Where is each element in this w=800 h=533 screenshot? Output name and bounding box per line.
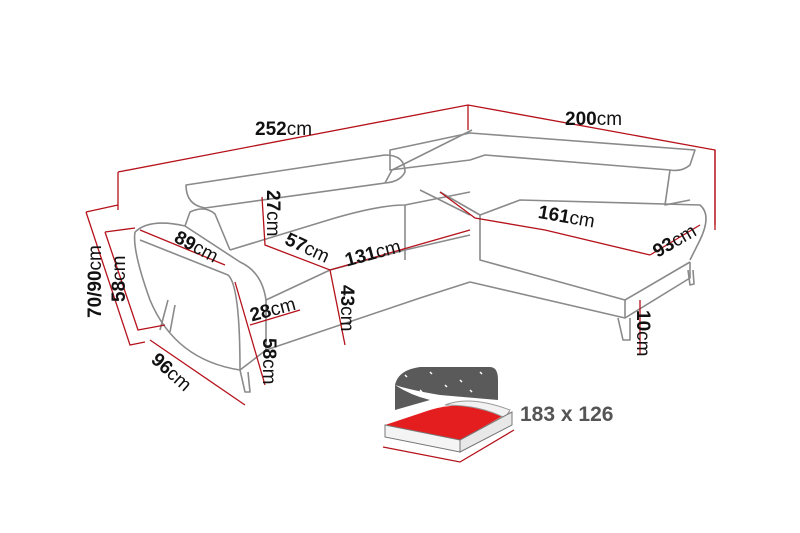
dim-unit: cm bbox=[596, 109, 623, 130]
bed-size-label: 183 x 126 bbox=[520, 403, 614, 426]
sofa-outline bbox=[133, 129, 707, 393]
dim-unit: cm bbox=[632, 331, 653, 357]
dim-unit: cm bbox=[262, 211, 283, 237]
dim-armrest-height: 58cm bbox=[258, 338, 279, 385]
dim-unit: cm bbox=[109, 255, 130, 281]
dim-value: 70/90 bbox=[85, 270, 106, 318]
dim-unit: cm bbox=[85, 245, 106, 271]
dim-back-height: 58cm bbox=[109, 255, 130, 302]
dim-unit: cm bbox=[258, 359, 279, 385]
dim-value: 10 bbox=[632, 310, 653, 332]
dim-unit: cm bbox=[286, 119, 313, 140]
dim-value: 58 bbox=[109, 280, 130, 302]
dim-headrest-height: 27cm bbox=[262, 190, 283, 237]
dim-corner-length: 200cm bbox=[565, 110, 622, 129]
dim-leg-height: 10cm bbox=[632, 310, 653, 357]
dim-unit: cm bbox=[567, 207, 597, 233]
dim-value: 43 bbox=[336, 285, 357, 307]
dimension-lines bbox=[85, 104, 716, 406]
dim-value: 200 bbox=[565, 109, 597, 130]
dim-seat-height: 43cm bbox=[336, 285, 357, 332]
dim-value: 252 bbox=[255, 119, 287, 140]
dim-total-height: 70/90cm bbox=[85, 245, 106, 318]
dim-total-length: 252cm bbox=[255, 120, 312, 139]
dim-value: 58 bbox=[258, 338, 279, 360]
dim-unit: cm bbox=[336, 306, 357, 332]
sleeping-function-icon bbox=[382, 367, 515, 463]
dim-value: 27 bbox=[262, 190, 283, 212]
